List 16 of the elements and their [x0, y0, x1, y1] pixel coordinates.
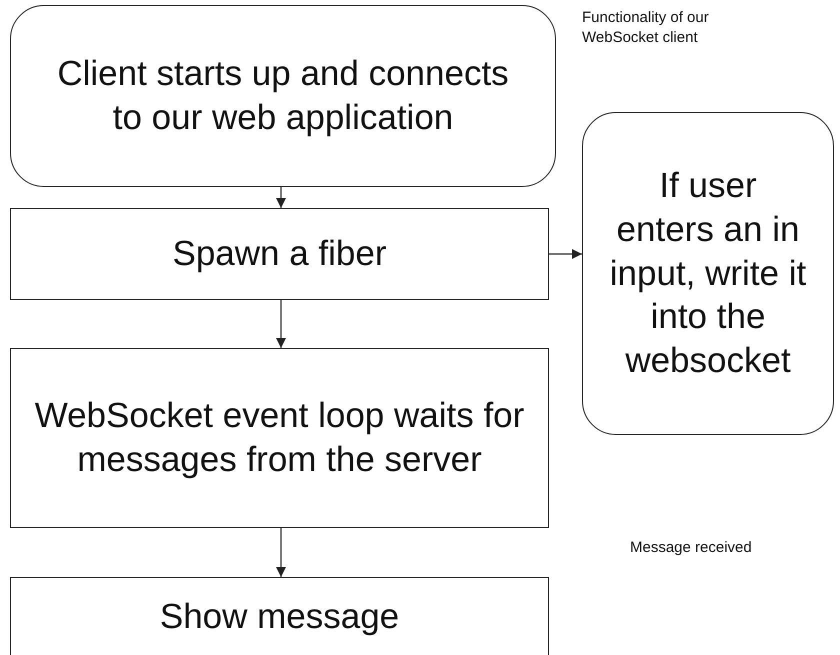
terminal-box	[582, 112, 834, 435]
node-text: If user enters an in input, write it into the websocket	[608, 165, 808, 382]
node-text: Spawn a fiber	[172, 233, 387, 276]
arrow	[549, 249, 582, 259]
arrow	[276, 300, 286, 348]
process-box	[10, 577, 549, 655]
note-text: Functionality of our WebSocket client	[582, 8, 710, 47]
terminal-box	[10, 5, 556, 187]
process-box	[10, 348, 549, 528]
arrow	[276, 528, 286, 577]
arrow	[276, 187, 286, 208]
node-text: Client starts up and connects to our web application	[56, 53, 510, 139]
note-text: Message received	[630, 538, 753, 558]
node-text: WebSocket event loop waits for messages from the server	[34, 395, 526, 481]
node-text: Show message	[160, 596, 400, 638]
process-box	[10, 208, 549, 300]
